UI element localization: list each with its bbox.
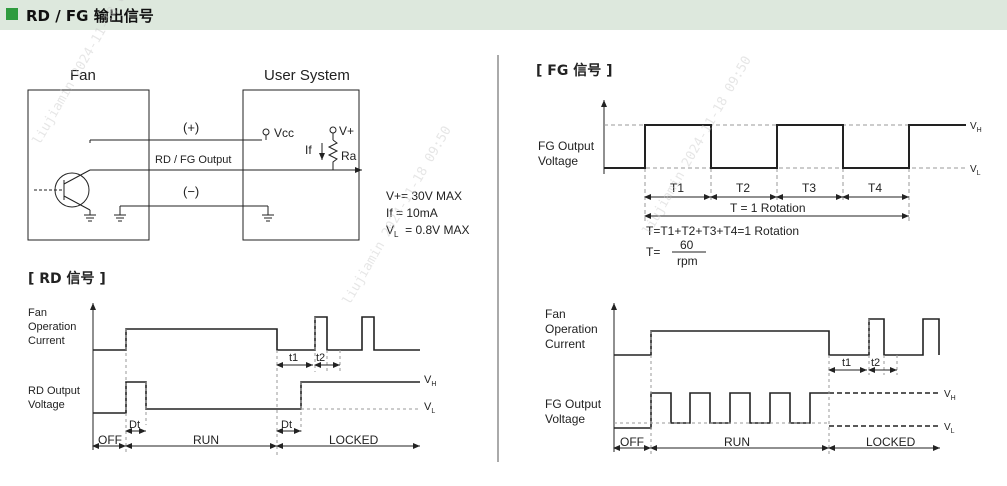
fg-timing-guides bbox=[614, 319, 898, 455]
user-system-box bbox=[242, 89, 360, 241]
fg-period-t2: T2 bbox=[736, 181, 750, 195]
fg-pulse-waveform bbox=[604, 124, 966, 169]
fg-fraction-numerator: 60 bbox=[680, 238, 694, 252]
plus-label: (+) bbox=[183, 120, 199, 135]
if-label: If bbox=[305, 143, 312, 157]
fan-box bbox=[27, 89, 150, 241]
section-header: RD / FG 输出信号 bbox=[0, 0, 1007, 30]
circuit-diagram bbox=[27, 89, 362, 241]
ra-label: Ra bbox=[341, 149, 357, 163]
fg-formula: T=T1+T2+T3+T4=1 Rotation bbox=[646, 224, 799, 238]
fg-timing-dimension-arrows bbox=[613, 367, 940, 451]
fg-vh-label: VH bbox=[970, 121, 982, 134]
fg-timing-locked-label: LOCKED bbox=[866, 435, 916, 449]
rd-fan-current-label-1: Fan bbox=[28, 307, 47, 319]
fg-timing-waveforms bbox=[614, 318, 940, 429]
fg-fraction-denominator: rpm bbox=[677, 254, 698, 268]
rd-output-label-2: Voltage bbox=[28, 399, 65, 411]
fg-period-t4: T4 bbox=[868, 181, 882, 195]
fg-timing-off-label: OFF bbox=[620, 435, 644, 449]
fan-label: Fan bbox=[70, 67, 96, 84]
vcc-label: Vcc bbox=[274, 126, 294, 140]
rd-dimension-arrows bbox=[92, 362, 420, 449]
fg-timing-run-label: RUN bbox=[724, 435, 750, 449]
user-system-label: User System bbox=[264, 67, 350, 84]
header-square-icon bbox=[6, 8, 18, 20]
fg-timing-locked-levels bbox=[829, 392, 938, 427]
fg-output-label-2: Voltage bbox=[538, 154, 578, 168]
fg-period-arrows bbox=[644, 194, 909, 219]
fg-rotation-label: T = 1 Rotation bbox=[730, 201, 806, 215]
spec-if: If = 10mA bbox=[386, 206, 438, 220]
rd-t1-label: t1 bbox=[289, 352, 298, 364]
rd-section-title: [ RD 信号 ] bbox=[28, 270, 106, 287]
vplus-label: V+ bbox=[339, 124, 354, 138]
rd-vl-label: VL bbox=[424, 401, 435, 415]
fg-output-label-1: FG Output bbox=[538, 139, 595, 153]
fg-fraction-lhs: T= bbox=[646, 245, 660, 259]
spec-vl: VL = 0.8V MAX bbox=[386, 223, 470, 239]
fg-vl-label: VL bbox=[970, 164, 981, 177]
fg-timing-vl-label: VL bbox=[944, 422, 955, 435]
section-title: RD / FG 输出信号 bbox=[26, 7, 154, 25]
rd-fan-current-label-3: Current bbox=[28, 335, 65, 347]
fg-timing-output-label-1: FG Output bbox=[545, 397, 602, 411]
rd-fan-current-label-2: Operation bbox=[28, 321, 76, 333]
spec-vplus: V+= 30V MAX bbox=[386, 189, 462, 203]
fg-period-t3: T3 bbox=[802, 181, 816, 195]
fg-fan-current-label-3: Current bbox=[545, 337, 586, 351]
rd-t2-label: t2 bbox=[316, 352, 325, 364]
fg-fan-current-label-1: Fan bbox=[545, 307, 566, 321]
rd-waveforms bbox=[93, 316, 420, 414]
output-wire-label: RD / FG Output bbox=[155, 154, 231, 166]
rd-dt1-label: Dt bbox=[129, 419, 140, 431]
rd-dt2-label: Dt bbox=[281, 419, 292, 431]
fg-fan-current-label-2: Operation bbox=[545, 322, 598, 336]
fg-timing-t1-label: t1 bbox=[842, 357, 851, 369]
rd-off-label: OFF bbox=[98, 433, 122, 447]
fg-timing-t2-label: t2 bbox=[871, 357, 880, 369]
fg-timing-output-label-2: Voltage bbox=[545, 412, 585, 426]
ground-icon bbox=[84, 214, 274, 222]
rd-locked-label: LOCKED bbox=[329, 433, 379, 447]
rd-vh-label: VH bbox=[424, 374, 436, 388]
fg-timing-vh-label: VH bbox=[944, 389, 956, 402]
rd-guides bbox=[125, 317, 420, 455]
rd-run-label: RUN bbox=[193, 433, 219, 447]
minus-label: (−) bbox=[183, 184, 199, 199]
fg-period-t1: T1 bbox=[670, 181, 684, 195]
fg-section-title: [ FG 信号 ] bbox=[536, 62, 612, 79]
rd-output-label-1: RD Output bbox=[28, 385, 80, 397]
